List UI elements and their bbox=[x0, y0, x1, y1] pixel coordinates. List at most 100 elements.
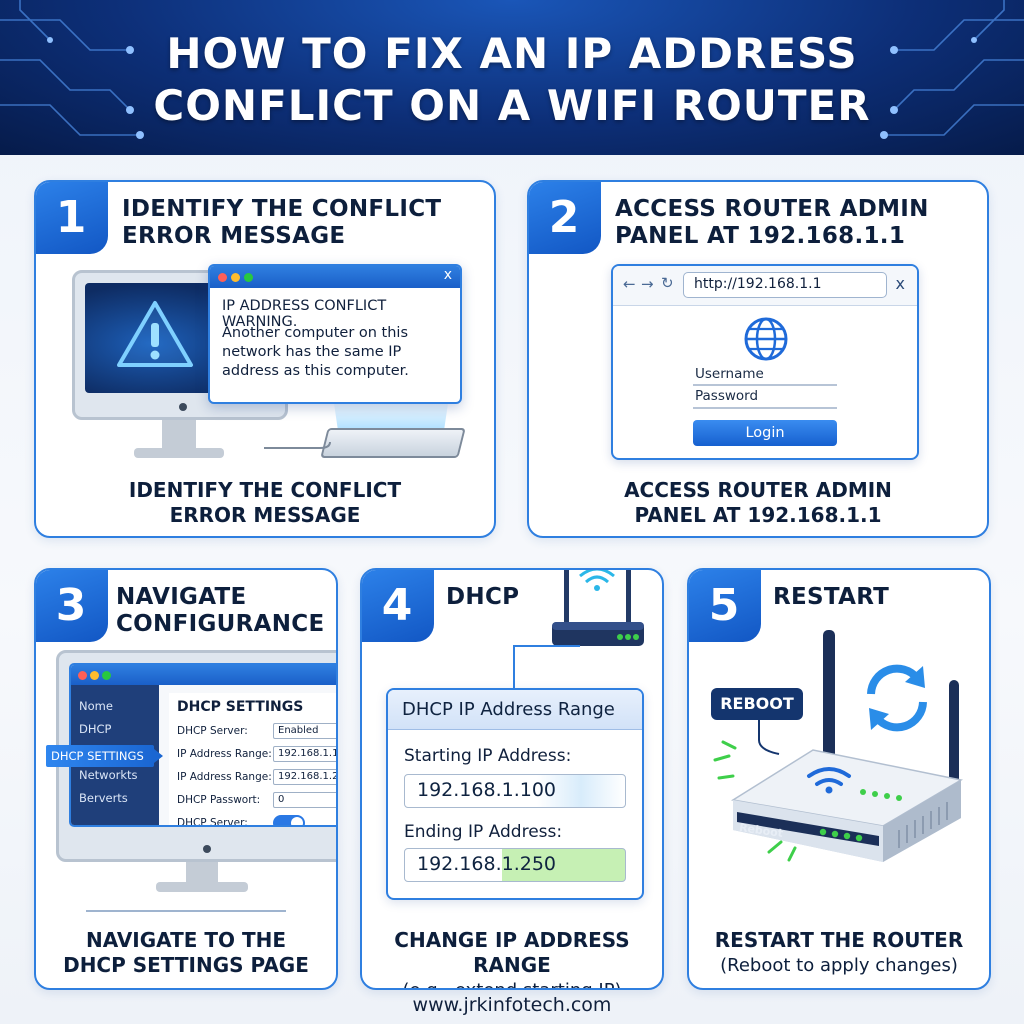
step-caption-line-1: IDENTIFY THE CONFLICT bbox=[128, 478, 402, 502]
dhcp-settings-pane: DHCP SETTINGS DHCP Server: Enabled IP Ad… bbox=[169, 693, 336, 827]
step-caption-line-2: PANEL AT 192.168.1.1 bbox=[634, 503, 882, 527]
row-label: DHCP Passwort: bbox=[177, 794, 261, 806]
window-close-dot[interactable] bbox=[218, 273, 227, 282]
row-label: IP Address Range: bbox=[177, 771, 272, 783]
monitor-base bbox=[156, 882, 248, 892]
sidebar-item-home[interactable]: Nome bbox=[79, 699, 113, 713]
step-caption: CHANGE IP ADDRESS RANGE (e.g., extend st… bbox=[362, 928, 662, 988]
step-1-card: 1 IDENTIFY THE CONFLICT ERROR MESSAGE x … bbox=[34, 180, 496, 538]
popup-titlebar: x bbox=[210, 266, 460, 288]
dhcp-range-panel: DHCP IP Address Range Starting IP Addres… bbox=[386, 688, 644, 900]
username-field[interactable] bbox=[693, 384, 837, 386]
sidebar-item-networks[interactable]: Networkts bbox=[79, 768, 138, 782]
wifi-icon bbox=[807, 767, 851, 786]
dhcp-password-input[interactable]: 0 bbox=[273, 792, 336, 808]
close-icon[interactable]: x bbox=[443, 267, 452, 283]
popup-title: IP ADDRESS CONFLICT WARNING. bbox=[222, 298, 387, 330]
end-ip-input[interactable]: 192.168.1.250 bbox=[404, 848, 626, 882]
back-arrow-icon[interactable]: ← bbox=[623, 275, 636, 293]
step-3-card: 3 NAVIGATE CONFIGURANCE Nome DHCP Networ… bbox=[34, 568, 338, 990]
step-heading: DHCP bbox=[446, 584, 520, 610]
address-bar[interactable]: http://192.168.1.1 bbox=[683, 272, 887, 298]
ip-range-end-input[interactable]: 192.168.1.250 bbox=[273, 769, 336, 785]
window-minimize-dot[interactable] bbox=[231, 273, 240, 282]
popup-message: Another computer on this network has the… bbox=[222, 325, 409, 379]
wifi-icon bbox=[579, 570, 615, 591]
connector-line bbox=[513, 645, 580, 692]
power-dot bbox=[203, 845, 211, 853]
step-caption: NAVIGATE TO THE DHCP SETTINGS PAGE bbox=[36, 928, 336, 978]
step-caption-line-2: (Reboot to apply changes) bbox=[720, 955, 958, 976]
step-caption: RESTART THE ROUTER (Reboot to apply chan… bbox=[689, 928, 989, 978]
sidebar-item-dhcp[interactable]: DHCP bbox=[79, 722, 112, 736]
warning-icon bbox=[117, 301, 193, 367]
power-dot bbox=[179, 403, 187, 411]
step-heading: IDENTIFY THE CONFLICT ERROR MESSAGE bbox=[122, 196, 441, 250]
step-heading-line-2: CONFIGURANCE bbox=[116, 611, 325, 637]
sidebar-item-servers[interactable]: Berverts bbox=[79, 791, 128, 805]
ip-range-start-input[interactable]: 192.168.1.100 bbox=[273, 746, 336, 762]
range-panel-title: DHCP IP Address Range bbox=[388, 690, 642, 730]
password-field[interactable] bbox=[693, 407, 837, 409]
window-close-dot[interactable] bbox=[78, 671, 87, 680]
step-caption-line-1: ACCESS ROUTER ADMIN bbox=[624, 478, 892, 502]
end-ip-label: Ending IP Address: bbox=[404, 822, 563, 842]
router-icon bbox=[552, 570, 644, 646]
step-5-card: 5 RESTART REBOOT bbox=[687, 568, 991, 990]
circuit-decoration-left bbox=[0, 0, 144, 139]
step-number-badge: 4 bbox=[362, 570, 434, 642]
window-minimize-dot[interactable] bbox=[90, 671, 99, 680]
page-title: HOW TO FIX AN IP ADDRESS CONFLICT ON A W… bbox=[0, 28, 1024, 132]
login-button[interactable]: Login bbox=[693, 420, 837, 446]
window-maximize-dot[interactable] bbox=[244, 273, 253, 282]
globe-icon bbox=[744, 317, 788, 361]
title-line-1: HOW TO FIX AN IP ADDRESS bbox=[166, 29, 858, 78]
title-line-2: CONFLICT ON A WIFI ROUTER bbox=[153, 81, 871, 130]
window-maximize-dot[interactable] bbox=[102, 671, 111, 680]
settings-title: DHCP SETTINGS bbox=[177, 699, 304, 715]
refresh-icon[interactable]: ↻ bbox=[661, 274, 674, 292]
step-4-card: 4 DHCP DHCP IP Address Range Starting IP… bbox=[360, 568, 664, 990]
browser-toolbar: ← → ↻ http://192.168.1.1 x bbox=[613, 266, 917, 306]
step-number-badge: 3 bbox=[36, 570, 108, 642]
step-caption: IDENTIFY THE CONFLICT ERROR MESSAGE bbox=[36, 478, 494, 528]
router-icon bbox=[713, 630, 964, 862]
row-label: IP Address Range: bbox=[177, 748, 272, 760]
header-banner: HOW TO FIX AN IP ADDRESS CONFLICT ON A W… bbox=[0, 0, 1024, 155]
step-2-card: 2 ACCESS ROUTER ADMIN PANEL AT 192.168.1… bbox=[527, 180, 989, 538]
start-ip-input[interactable]: 192.168.1.100 bbox=[404, 774, 626, 808]
forward-arrow-icon[interactable]: → bbox=[641, 275, 654, 293]
window-titlebar bbox=[71, 665, 336, 685]
monitor-stand bbox=[162, 420, 196, 450]
dhcp-server-select[interactable]: Enabled bbox=[273, 723, 336, 739]
browser-window: ← → ↻ http://192.168.1.1 x Username Pass… bbox=[611, 264, 919, 460]
dhcp-server-toggle[interactable] bbox=[273, 815, 305, 825]
divider bbox=[86, 910, 286, 912]
step-heading-line-2: ERROR MESSAGE bbox=[122, 223, 346, 249]
username-label: Username bbox=[695, 366, 764, 382]
monitor-base bbox=[134, 448, 224, 458]
step-caption-line-2: DHCP SETTINGS PAGE bbox=[63, 953, 309, 977]
step-heading-line-1: ACCESS ROUTER ADMIN bbox=[615, 196, 929, 222]
website-link[interactable]: www.jrkinfotech.com bbox=[412, 994, 612, 1016]
reboot-tag[interactable]: REBOOT bbox=[711, 688, 803, 720]
row-label: DHCP Server: bbox=[177, 817, 248, 827]
conflict-warning-popup: x IP ADDRESS CONFLICT WARNING. Another c… bbox=[208, 264, 462, 404]
step-caption-line-2: ERROR MESSAGE bbox=[169, 503, 361, 527]
sidebar-item-dhcp-settings[interactable]: DHCP SETTINGS bbox=[46, 745, 163, 767]
keyboard-icon bbox=[320, 428, 466, 458]
step-caption-line-1: NAVIGATE TO THE bbox=[85, 928, 287, 952]
row-label: DHCP Server: bbox=[177, 725, 248, 737]
step-heading: RESTART bbox=[773, 584, 890, 610]
step-heading: ACCESS ROUTER ADMIN PANEL AT 192.168.1.1 bbox=[615, 196, 929, 250]
refresh-cycle-icon bbox=[867, 664, 927, 732]
step-caption-line-1: RESTART THE ROUTER bbox=[714, 928, 964, 952]
step-heading-line-1: NAVIGATE bbox=[116, 584, 247, 610]
circuit-decoration-right bbox=[880, 0, 1024, 139]
step-number-badge: 5 bbox=[689, 570, 761, 642]
close-icon[interactable]: x bbox=[895, 274, 905, 293]
monitor-stand bbox=[186, 862, 218, 884]
step-caption-line-1: CHANGE IP ADDRESS RANGE bbox=[394, 928, 630, 977]
step-heading-line-2: PANEL AT 192.168.1.1 bbox=[615, 223, 906, 249]
keyboard-cable bbox=[264, 441, 331, 449]
